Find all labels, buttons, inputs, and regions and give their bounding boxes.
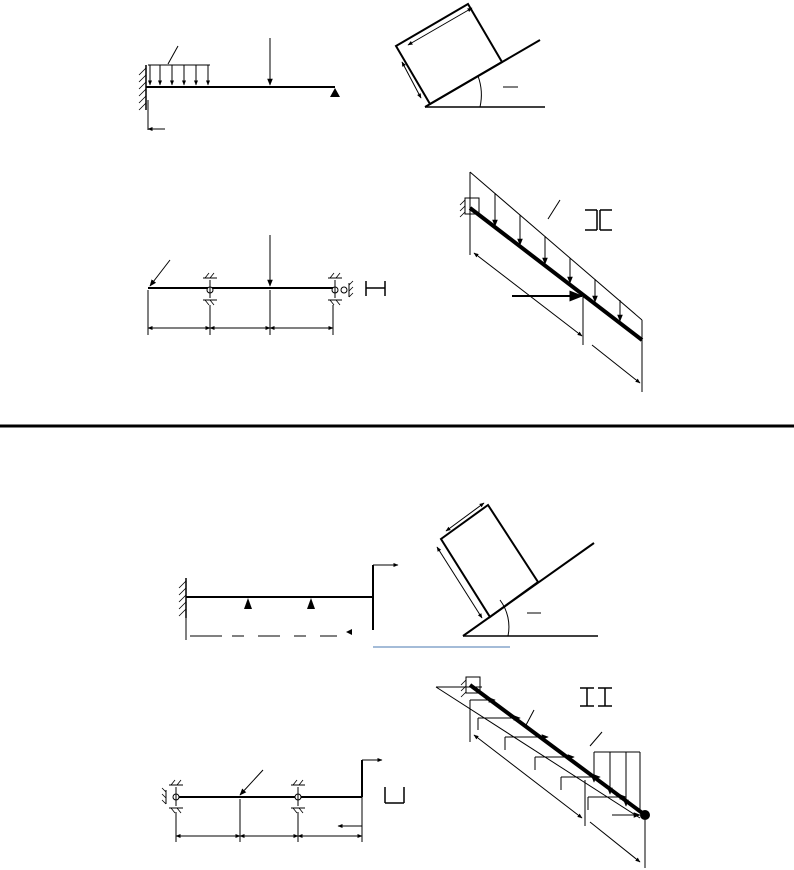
block-rectangle	[439, 503, 540, 619]
pin-support-right	[291, 779, 305, 814]
dimension-line	[147, 290, 334, 335]
load-envelope-line	[469, 171, 643, 321]
fixed-wall-hatch	[138, 65, 147, 111]
block-height-dimension	[436, 546, 483, 619]
distributed-load	[148, 45, 210, 86]
load-leader-line	[524, 709, 535, 728]
end-hinge	[640, 810, 650, 820]
double-channel-icon	[585, 209, 612, 231]
distributed-load	[492, 193, 623, 322]
top-two-support-beam	[147, 235, 386, 335]
dimension-arrowhead	[346, 629, 352, 635]
channel-icon	[384, 787, 405, 804]
bottom-inclined-beam	[435, 676, 650, 868]
fixed-wall-hatch	[178, 578, 187, 618]
inclined-beam-line	[468, 683, 647, 817]
bottom-overhang-beam	[161, 758, 405, 842]
top-cantilever-beam	[138, 38, 340, 131]
bottom-block-on-incline	[436, 502, 598, 637]
double-i-beam-icon	[580, 687, 612, 707]
pin-support-right	[328, 272, 354, 306]
angle-arc	[477, 75, 482, 108]
moment-leader-arrow	[149, 259, 171, 287]
load-leader-line	[589, 731, 603, 747]
block-width-dimension	[407, 7, 473, 46]
fixed-support-box	[460, 676, 481, 698]
block-width-dimension	[445, 502, 485, 532]
vertical-point-loads	[589, 731, 641, 812]
roller-support	[330, 88, 340, 97]
load-marker-triangle	[244, 598, 252, 609]
block-rectangle	[394, 2, 504, 106]
fixed-support-box	[459, 197, 480, 218]
inclined-beam-line	[468, 206, 644, 342]
load-leader-line	[167, 45, 179, 65]
pin-support-left	[203, 272, 217, 306]
top-inclined-beam	[459, 171, 644, 392]
load-leader-line	[547, 199, 561, 220]
dimension-line	[469, 210, 643, 392]
i-beam-horizontal-icon	[365, 281, 386, 296]
top-block-on-incline	[394, 2, 545, 108]
moment-leader-arrow	[239, 769, 264, 796]
dimension-line	[185, 618, 352, 640]
load-marker-triangle	[307, 598, 315, 609]
angle-arc	[499, 599, 510, 637]
pin-support-left	[161, 779, 183, 814]
block-height-dimension	[401, 61, 422, 99]
dimension-line	[469, 700, 646, 868]
dimension-line	[175, 797, 363, 842]
bottom-cantilever-frame	[178, 563, 399, 640]
